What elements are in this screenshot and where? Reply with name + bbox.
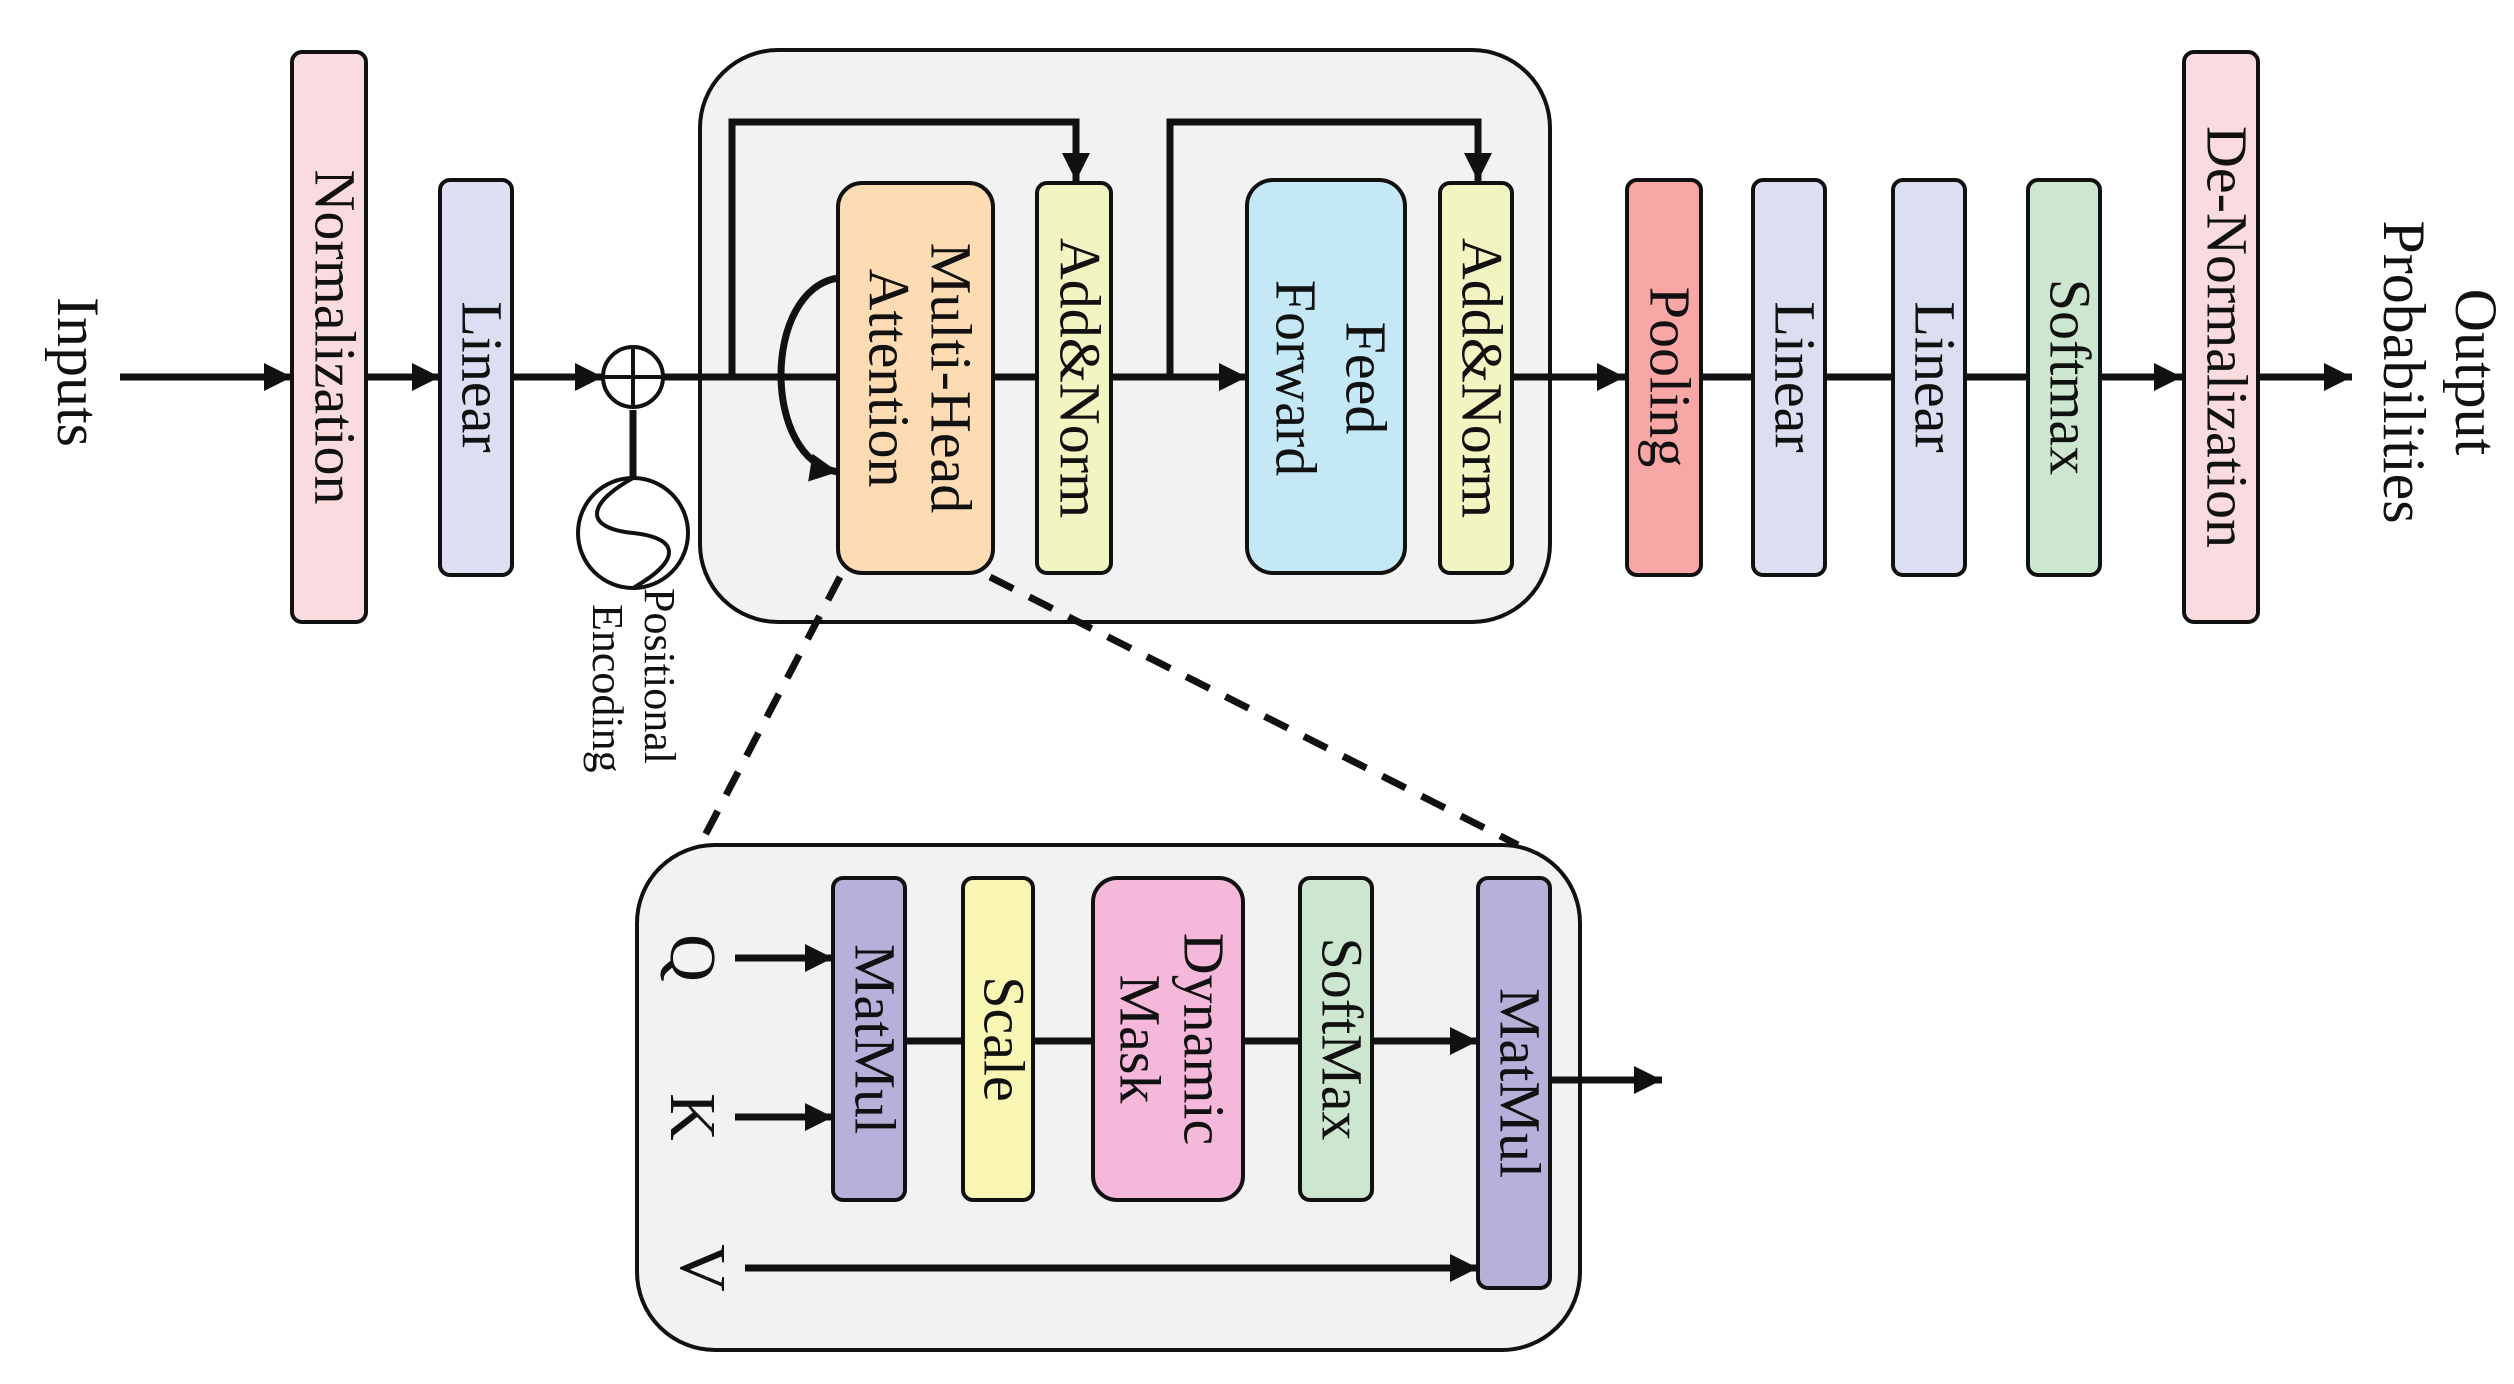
block-softmax: Softmax xyxy=(2026,178,2103,577)
attention-detail-connectors xyxy=(735,944,1662,1282)
svg-text:Linear: Linear xyxy=(1903,301,1968,452)
svg-text:Linear: Linear xyxy=(450,301,515,452)
block-matmul-2: MatMul xyxy=(1476,876,1553,1290)
block-softmax-detail: SoftMax xyxy=(1298,876,1375,1202)
zoom-line-right xyxy=(988,573,1520,849)
block-add-norm-1: Add&Norm xyxy=(1035,181,1113,575)
svg-text:Multi-Head: Multi-Head xyxy=(919,243,984,514)
svg-text:Dynamic: Dynamic xyxy=(1172,933,1237,1146)
output-label: Output xyxy=(2443,289,2509,456)
positional-label: Positional xyxy=(635,588,684,764)
block-linear-out-1: Linear xyxy=(1751,178,1828,577)
block-linear-out-2: Linear xyxy=(1891,178,1968,577)
svg-text:Normalization: Normalization xyxy=(303,169,368,504)
svg-text:MatMul: MatMul xyxy=(843,944,908,1134)
main-flow-connectors xyxy=(120,118,2352,482)
svg-text:Add&Norm: Add&Norm xyxy=(1048,238,1113,518)
block-multi-head-attention: Multi-Head Attention xyxy=(836,181,995,575)
block-matmul-1: MatMul xyxy=(831,876,908,1202)
block-scale: Scale xyxy=(961,876,1037,1202)
inputs-label: Inputs xyxy=(45,297,111,447)
svg-text:Add&Norm: Add&Norm xyxy=(1450,238,1515,518)
svg-text:Scale: Scale xyxy=(972,976,1037,1102)
block-denormalization: De-Normalization xyxy=(2182,50,2260,624)
k-label: K xyxy=(656,1093,729,1141)
block-linear-in: Linear xyxy=(438,178,515,577)
svg-text:Mask: Mask xyxy=(1108,975,1173,1104)
svg-text:Feed: Feed xyxy=(1334,322,1399,435)
svg-text:SoftMax: SoftMax xyxy=(1310,938,1375,1141)
encoder-container xyxy=(698,48,1552,624)
svg-text:Pooling: Pooling xyxy=(1638,287,1703,468)
probabilities-label: Probabilities xyxy=(2371,220,2437,523)
svg-text:Attention: Attention xyxy=(857,268,922,487)
svg-text:Linear: Linear xyxy=(1763,301,1828,452)
svg-text:Softmax: Softmax xyxy=(2038,279,2103,476)
svg-text:Forward: Forward xyxy=(1264,280,1329,477)
block-pooling: Pooling xyxy=(1625,178,1703,577)
block-dynamic-mask: Dynamic Mask xyxy=(1091,876,1245,1202)
svg-text:De-Normalization: De-Normalization xyxy=(2195,126,2260,548)
zoom-line-left xyxy=(696,575,844,847)
svg-text:MatMul: MatMul xyxy=(1488,988,1553,1178)
block-add-norm-2: Add&Norm xyxy=(1438,181,1515,575)
block-feed-forward: Feed Forward xyxy=(1245,178,1407,575)
v-label: V xyxy=(666,1244,739,1292)
q-label: Q xyxy=(656,934,729,982)
block-normalization: Normalization xyxy=(290,50,368,624)
encoding-label: Encoding xyxy=(583,604,632,773)
